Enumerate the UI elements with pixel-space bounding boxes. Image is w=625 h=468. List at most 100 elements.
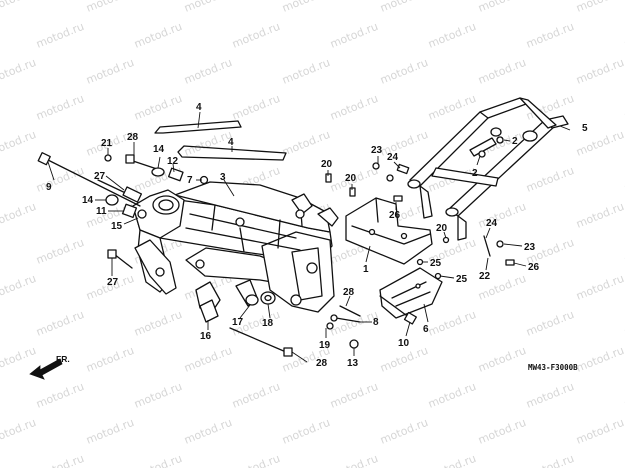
main-frame — [132, 181, 339, 313]
watermark-text: motod.ru — [574, 200, 625, 231]
front-arrow-icon — [29, 358, 63, 380]
watermark-text: motod.ru — [230, 380, 282, 411]
watermark-text: motod.ru — [426, 92, 478, 123]
watermark-text: motod.ru — [84, 0, 136, 15]
watermark-text: motod.ru — [84, 416, 136, 447]
callout-10: 10 — [398, 338, 410, 349]
callout-18: 18 — [262, 318, 274, 329]
watermark-text: motod.ru — [280, 416, 332, 447]
watermark-text: motod.ru — [574, 344, 625, 375]
watermark-text: motod.ru — [328, 452, 380, 468]
watermark-text: motod.ru — [182, 128, 234, 159]
watermark-text: motod.ru — [378, 0, 430, 15]
watermark-text: motod.ru — [132, 92, 184, 123]
watermark-text: motod.ru — [524, 380, 576, 411]
callout-2a: 2 — [512, 136, 518, 147]
watermark-text: motod.ru — [328, 20, 380, 51]
callout-4a: 4 — [196, 102, 202, 113]
watermark-text: motod.ru — [84, 56, 136, 87]
watermark-text: motod.ru — [476, 56, 528, 87]
front-direction-indicator: FR. — [29, 354, 70, 380]
callout-4b: 4 — [228, 137, 234, 148]
watermark-text: motod.ru — [0, 200, 38, 231]
watermark-text: motod.ru — [426, 308, 478, 339]
watermark-text: motod.ru — [378, 416, 430, 447]
rear-fasteners — [326, 295, 417, 349]
watermark-text: motod.ru — [280, 128, 332, 159]
watermark-text: motod.ru — [328, 92, 380, 123]
front-fasteners — [97, 154, 293, 357]
watermark-text: motod.ru — [476, 0, 528, 15]
diagram-code: MW43-F3000B — [528, 363, 578, 372]
callout-22: 22 — [479, 271, 491, 282]
callout-9: 9 — [46, 182, 52, 193]
callout-20c: 20 — [436, 223, 448, 234]
front-label: FR. — [56, 354, 70, 364]
watermark-text: motod.ru — [0, 128, 38, 159]
callout-13: 13 — [347, 358, 359, 369]
watermark-text: motod.ru — [182, 416, 234, 447]
watermark-text: motod.ru — [34, 20, 86, 51]
callout-28c: 28 — [316, 358, 328, 369]
watermark-text: motod.ru — [182, 0, 234, 15]
watermark-text: motod.ru — [34, 308, 86, 339]
callout-11: 11 — [96, 206, 107, 217]
callout-20b: 20 — [345, 173, 357, 184]
watermark-text: motod.ru — [476, 344, 528, 375]
callout-17: 17 — [232, 317, 244, 328]
watermark-text: motod.ru — [476, 416, 528, 447]
callout-23b: 23 — [524, 242, 536, 253]
watermark-text: motod.ru — [0, 416, 38, 447]
watermark-text: motod.ru — [0, 56, 38, 87]
callout-5: 5 — [582, 123, 588, 134]
watermark-text: motod.ru — [524, 20, 576, 51]
callout-6: 6 — [423, 324, 429, 335]
callout-14a: 14 — [153, 144, 165, 155]
watermark-text: motod.ru — [476, 200, 528, 231]
watermark-text: motod.ru — [34, 452, 86, 468]
watermark-text: motod.ru — [0, 272, 38, 303]
callout-15: 15 — [111, 221, 123, 232]
watermark-text: motod.ru — [132, 20, 184, 51]
watermark-text: motod.ru — [34, 380, 86, 411]
watermark-text: motod.ru — [34, 236, 86, 267]
watermark-text: motod.ru — [426, 20, 478, 51]
watermark-text: motod.ru — [182, 344, 234, 375]
bolt-9 — [37, 152, 141, 207]
watermark-text: motod.ru — [0, 344, 38, 375]
callout-26a: 26 — [389, 210, 401, 221]
watermark-text: motod.ru — [426, 452, 478, 468]
watermark-text: motod.ru — [378, 128, 430, 159]
callout-26b: 26 — [528, 262, 540, 273]
callout-3: 3 — [220, 172, 226, 183]
callout-24b: 24 — [486, 218, 498, 229]
bracket-1 — [345, 197, 433, 265]
watermark-text: motod.ru — [132, 380, 184, 411]
watermark-text: motod.ru — [280, 0, 332, 15]
collars — [199, 291, 276, 323]
watermark-text: motod.ru — [132, 308, 184, 339]
watermark-text: motod.ru — [574, 0, 625, 15]
watermark-text: motod.ru — [328, 380, 380, 411]
callout-14b: 14 — [82, 195, 94, 206]
callout-21: 21 — [101, 138, 113, 149]
cover-6 — [379, 267, 443, 319]
watermark-text: motod.ru — [182, 56, 234, 87]
callout-25a: 25 — [430, 258, 442, 269]
watermark-text: motod.ru — [230, 20, 282, 51]
callout-16: 16 — [200, 331, 212, 342]
watermark-text: motod.ru — [378, 56, 430, 87]
callout-19: 19 — [319, 340, 331, 351]
watermark-text: motod.ru — [524, 164, 576, 195]
watermark-text: motod.ru — [574, 56, 625, 87]
watermark-text: motod.ru — [0, 0, 38, 15]
watermark-text: motod.ru — [524, 308, 576, 339]
callout-12: 12 — [167, 156, 179, 167]
watermark-text: motod.ru — [132, 452, 184, 468]
callout-28b: 28 — [343, 287, 355, 298]
callout-27a: 27 — [94, 171, 106, 182]
callout-25b: 25 — [456, 274, 468, 285]
watermark-text: motod.ru — [84, 344, 136, 375]
callout-2b: 2 — [472, 168, 478, 179]
watermark-text: motod.ru — [524, 452, 576, 468]
